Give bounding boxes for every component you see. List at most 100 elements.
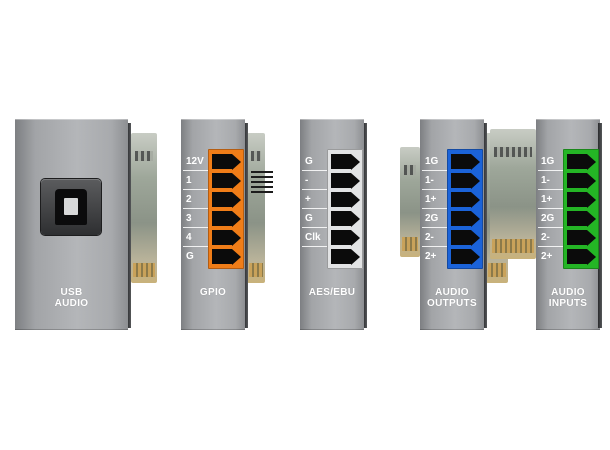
gpio-pin-label: G — [186, 251, 194, 262]
aes-ebu-label: AES/EBU — [300, 287, 364, 298]
audio-inputs-label: AUDIO INPUTS — [536, 287, 600, 309]
aes-screw-slot — [331, 211, 351, 226]
gpio-screw-slot — [212, 192, 232, 207]
aes-row-divider — [302, 227, 327, 228]
usb-audio-label: USB AUDIO — [15, 287, 128, 309]
arrow-right-icon — [232, 172, 241, 189]
aes-pin-label: + — [305, 194, 311, 205]
arrow-right-icon — [351, 191, 360, 208]
usb-audio-module: USB AUDIO — [15, 119, 157, 330]
gpio-screw-slot — [212, 230, 232, 245]
arrow-right-icon — [351, 229, 360, 246]
aes-ebu-label-line1: AES/EBU — [308, 287, 356, 298]
gpio-label: GPIO — [181, 287, 245, 298]
arrow-right-icon — [471, 191, 480, 208]
ain-pin-label: 1G — [541, 156, 555, 167]
gpio-screw-slot — [212, 249, 232, 264]
arrow-right-icon — [587, 210, 596, 227]
arrow-right-icon — [232, 210, 241, 227]
aes-row-divider — [302, 189, 327, 190]
aout-row-divider — [422, 170, 447, 171]
aout-pin-label: 1G — [425, 156, 439, 167]
gpio-row-divider — [183, 227, 208, 228]
audio-outputs-label: AUDIO OUTPUTS — [420, 287, 484, 309]
arrow-right-icon — [587, 153, 596, 170]
gpio-row-divider — [183, 208, 208, 209]
gpio-pin-label: 1 — [186, 175, 192, 186]
aout-pin-label: 2- — [425, 232, 434, 243]
gpio-screw-slot — [212, 211, 232, 226]
ain-screw-slot — [567, 154, 587, 169]
ain-row-divider — [538, 208, 563, 209]
aout-pin-label: 2G — [425, 213, 439, 224]
arrow-right-icon — [232, 153, 241, 170]
ain-pin-label: 1- — [541, 175, 550, 186]
gpio-circuit-board — [247, 133, 265, 283]
aout-screw-slot — [451, 211, 471, 226]
ain-row-divider — [538, 170, 563, 171]
arrow-right-icon — [471, 153, 480, 170]
gpio-header-pins — [251, 171, 273, 193]
gpio-pin-label: 4 — [186, 232, 192, 243]
aes-screw-slot — [331, 154, 351, 169]
gpio-pin-label: 12V — [186, 156, 204, 167]
arrow-right-icon — [587, 191, 596, 208]
usb-port-opening — [55, 189, 87, 225]
arrow-right-icon — [587, 229, 596, 246]
aout-screw-slot — [451, 192, 471, 207]
ain-screw-slot — [567, 249, 587, 264]
gpio-label-line1: GPIO — [199, 287, 227, 298]
gpio-screw-slot — [212, 154, 232, 169]
arrow-right-icon — [232, 248, 241, 265]
ain-pin-label: 2- — [541, 232, 550, 243]
gpio-pin-label: 2 — [186, 194, 192, 205]
aout-screw-slot — [451, 249, 471, 264]
arrow-right-icon — [471, 229, 480, 246]
aout-pin-label: 2+ — [425, 251, 437, 262]
aes-pin-label: G — [305, 156, 313, 167]
usb-audio-label-line2: AUDIO — [54, 298, 89, 309]
aes-row-divider — [302, 208, 327, 209]
outputs-faceplate-edge — [483, 123, 487, 328]
ain-screw-slot — [567, 192, 587, 207]
arrow-right-icon — [351, 172, 360, 189]
aout-row-divider — [422, 189, 447, 190]
ain-pin-label: 2+ — [541, 251, 553, 262]
gpio-row-divider — [183, 170, 208, 171]
usb-audio-label-line1: USB — [60, 287, 83, 298]
audio-inputs-label-line2: INPUTS — [548, 298, 588, 309]
usb-faceplate-edge — [127, 123, 131, 328]
inputs-faceplate-edge — [598, 123, 602, 328]
aout-screw-slot — [451, 230, 471, 245]
ain-row-divider — [538, 189, 563, 190]
audio-inputs-label-line1: AUDIO — [551, 287, 585, 298]
arrow-right-icon — [471, 248, 480, 265]
aout-row-divider — [422, 227, 447, 228]
arrow-right-icon — [351, 153, 360, 170]
audio-outputs-label-line1: AUDIO — [435, 287, 469, 298]
gpio-row-divider — [183, 246, 208, 247]
ain-row-divider — [538, 246, 563, 247]
aes-screw-slot — [331, 230, 351, 245]
aes-pin-label: Clk — [305, 232, 321, 243]
aout-screw-slot — [451, 173, 471, 188]
ain-pin-label: 2G — [541, 213, 555, 224]
arrow-right-icon — [587, 248, 596, 265]
usb-circuit-board — [131, 133, 157, 283]
audio-outputs-label-line2: OUTPUTS — [427, 298, 477, 309]
ain-screw-slot — [567, 230, 587, 245]
arrow-right-icon — [471, 210, 480, 227]
gpio-pin-label: 3 — [186, 213, 192, 224]
aout-screw-slot — [451, 154, 471, 169]
ain-row-divider — [538, 227, 563, 228]
aes-row-divider — [302, 246, 327, 247]
ain-screw-slot — [567, 211, 587, 226]
arrow-right-icon — [351, 248, 360, 265]
gpio-screw-slot — [212, 173, 232, 188]
aes-pin-label: G — [305, 213, 313, 224]
aes-faceplate-edge — [363, 123, 367, 328]
ain-screw-slot — [567, 173, 587, 188]
arrow-right-icon — [232, 191, 241, 208]
